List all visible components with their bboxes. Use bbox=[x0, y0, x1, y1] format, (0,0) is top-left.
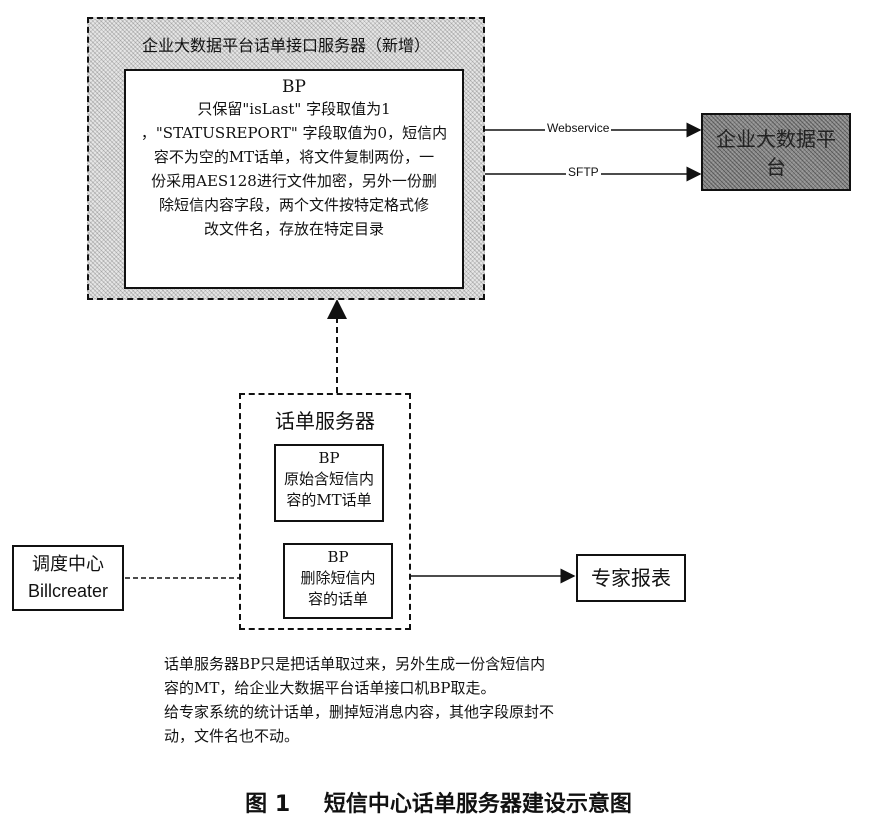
desc-line: 份采用AES128进行文件加密，另外一份删 bbox=[151, 172, 437, 190]
scheduler-line2: Billcreater bbox=[27, 581, 109, 601]
desc-line: 除短信内容字段，两个文件按特定格式修 bbox=[158, 196, 429, 214]
bp-stripped-line: 容的话单 bbox=[307, 590, 368, 608]
bp-original-box: BP 原始含短信内 容的MT话单 bbox=[274, 444, 384, 522]
desc-line: 改文件名，存放在特定目录 bbox=[203, 220, 384, 238]
desc-line: ，"STATUSREPORT" 字段取值为0，短信内 bbox=[140, 124, 448, 142]
bp-stripped-box: BP 删除短信内 容的话单 bbox=[283, 543, 393, 619]
enterprise-server-title: 企业大数据平台话单接口服务器（新增） bbox=[141, 36, 430, 55]
desc-line: 只保留"isLast" 字段取值为1 bbox=[197, 100, 391, 118]
desc-line: 容不为空的MT话单，将文件复制两份，一 bbox=[153, 148, 435, 166]
bill-server-title: 话单服务器 bbox=[275, 409, 375, 433]
bill-server: 话单服务器 BP 原始含短信内 容的MT话单 BP 删除短信内 容的话单 bbox=[239, 393, 411, 630]
sftp-label: SFTP bbox=[566, 165, 601, 179]
bp-stripped-label: BP bbox=[327, 548, 349, 566]
enterprise-platform-label: 企业大数据平台 bbox=[716, 127, 836, 179]
scheduler-box: 调度中心 Billcreater bbox=[12, 545, 124, 611]
bp-original-label: BP bbox=[318, 449, 340, 467]
figure-number: 图 1 bbox=[245, 792, 291, 817]
figure-caption: 图 1 短信中心话单服务器建设示意图 bbox=[0, 786, 877, 818]
note-line: 给专家系统的统计话单，删掉短消息内容，其他字段原封不 bbox=[164, 703, 555, 721]
enterprise-platform-box: 企业大数据平台 bbox=[701, 113, 851, 191]
enterprise-bp-box: BP 只保留"isLast" 字段取值为1 ，"STATUSREPORT" 字段… bbox=[124, 69, 464, 289]
bp-stripped-line: 删除短信内 bbox=[300, 569, 376, 587]
notes: 话单服务器BP只是把话单取过来，另外生成一份含短信内 容的MT，给企业大数据平台… bbox=[164, 652, 554, 748]
enterprise-bp-label: BP bbox=[282, 77, 306, 97]
scheduler-line1: 调度中心 bbox=[32, 554, 104, 575]
expert-report-box: 专家报表 bbox=[576, 554, 686, 602]
bp-original-line: 原始含短信内 bbox=[283, 470, 374, 488]
note-line: 动，文件名也不动。 bbox=[164, 727, 300, 745]
expert-report-label: 专家报表 bbox=[591, 566, 671, 590]
enterprise-bp-description: 只保留"isLast" 字段取值为1 ，"STATUSREPORT" 字段取值为… bbox=[126, 97, 462, 241]
enterprise-interface-server: 企业大数据平台话单接口服务器（新增） BP 只保留"isLast" 字段取值为1… bbox=[87, 17, 485, 300]
note-line: 容的MT，给企业大数据平台话单接口机BP取走。 bbox=[164, 679, 496, 697]
note-line: 话单服务器BP只是把话单取过来，另外生成一份含短信内 bbox=[164, 655, 546, 673]
figure-title: 短信中心话单服务器建设示意图 bbox=[323, 792, 632, 817]
webservice-label: Webservice bbox=[545, 121, 612, 135]
bp-original-line: 容的MT话单 bbox=[286, 491, 372, 509]
